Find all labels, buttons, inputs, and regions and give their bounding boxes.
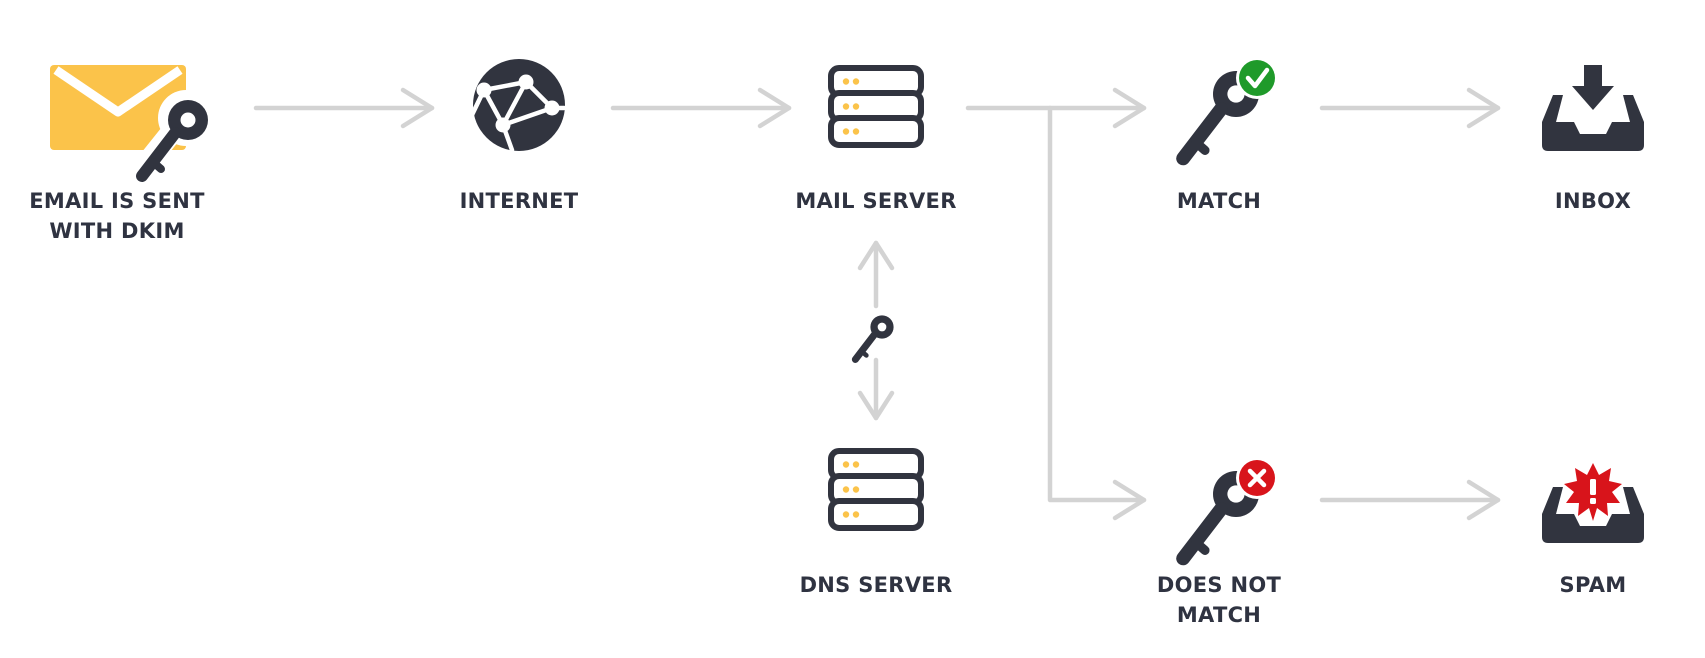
mail-server-label: MAIL SERVER <box>795 189 957 213</box>
email-sent-label-line1: EMAIL IS SENT <box>29 189 205 213</box>
connectors <box>253 87 1501 521</box>
envelope-with-key-icon <box>50 65 214 193</box>
arrowhead-branch-to-no-match <box>1112 479 1147 521</box>
dns-server-label: DNS SERVER <box>799 573 953 597</box>
no-match-label-line1: DOES NOT <box>1156 573 1282 597</box>
arrowhead-no-match-to-spam <box>1466 479 1501 521</box>
globe-network-icon <box>468 59 567 153</box>
dns-server-icon <box>831 451 921 528</box>
arrowhead-email-to-internet <box>400 87 435 129</box>
arrow-branch-to-no-match <box>1047 105 1147 503</box>
mail-server-icon <box>831 68 921 145</box>
inbox-download-icon <box>1542 65 1644 151</box>
inbox-alert-icon <box>1542 463 1644 543</box>
email-sent-label-line2: WITH DKIM <box>49 219 185 243</box>
arrowhead-dns-lookup-up <box>857 240 895 271</box>
arrowhead-internet-to-mail-server <box>757 87 792 129</box>
arrowhead-mail-server-to-match <box>1112 87 1147 129</box>
match-label: MATCH <box>1176 189 1262 213</box>
dns-lookup-key-icon <box>855 313 897 363</box>
internet-label: INTERNET <box>459 189 579 213</box>
arrowhead-match-to-inbox <box>1466 87 1501 129</box>
key-check-icon <box>1183 57 1278 158</box>
spam-label: SPAM <box>1559 573 1627 597</box>
no-match-label: DOES NOT MATCH <box>1089 570 1349 630</box>
key-x-icon <box>1183 457 1278 558</box>
email-sent-label: EMAIL IS SENT WITH DKIM <box>0 186 247 246</box>
no-match-label-line2: MATCH <box>1176 603 1262 627</box>
inbox-label: INBOX <box>1554 189 1632 213</box>
arrowhead-dns-lookup-down <box>857 390 895 421</box>
